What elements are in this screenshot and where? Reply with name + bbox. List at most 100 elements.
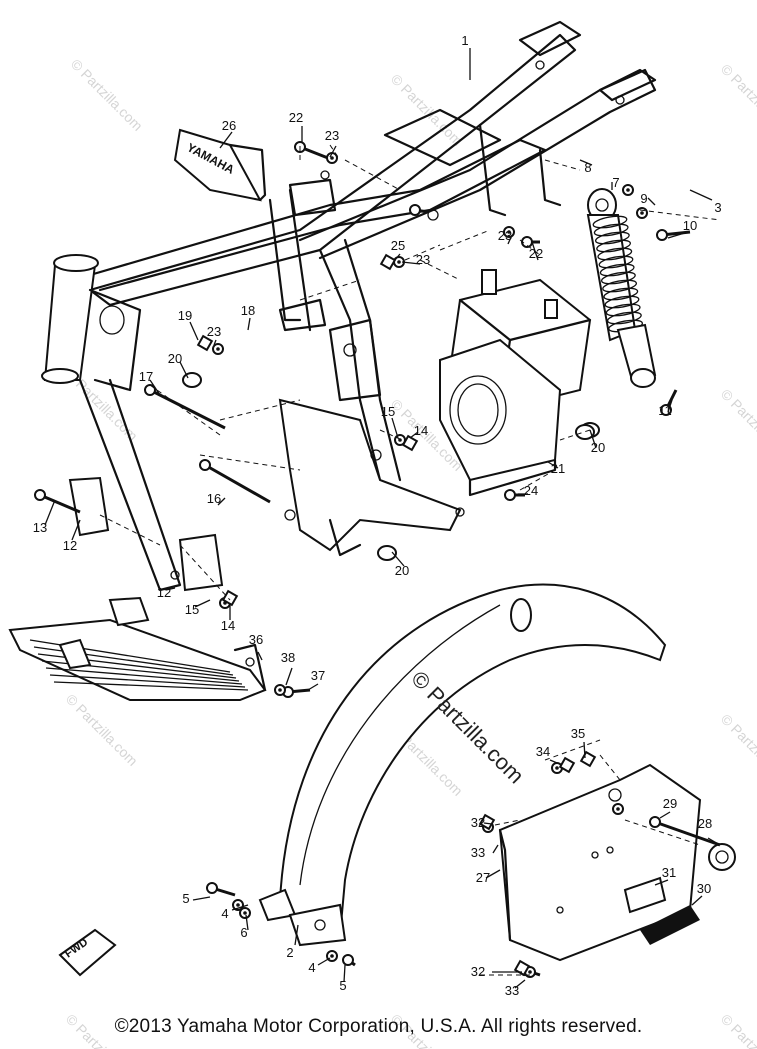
washer-hole [216,347,220,351]
leader-line [514,979,526,989]
tread-rib [45,667,243,685]
leader-line [329,145,337,158]
spring-coil [603,287,639,301]
leader-line [691,895,703,906]
nut [401,434,419,452]
leader-line [483,822,493,825]
leader-line [492,844,499,854]
washer-hole [528,970,532,974]
callout-number: 28 [698,816,712,831]
callout-number: 20 [591,440,605,455]
spring-coil [593,223,629,237]
watermark-text: © Partzilla.com [388,71,466,149]
leader-line [217,497,226,506]
leader-line [401,261,421,265]
callout-number: 32 [471,964,485,979]
assembly-line [439,229,491,251]
bolt-head [504,489,516,501]
side-cover [498,763,736,962]
callout-number: 12 [157,585,171,600]
leader-line [189,321,199,341]
callout-number: 6 [240,925,247,940]
assembly-line [494,819,521,826]
washer-hole [236,903,240,907]
leader-line [231,904,249,911]
callout-number: 12 [63,538,77,553]
assembly-line [419,259,461,281]
callout-number: 25 [391,238,405,253]
forward-arrow: FWD [58,928,117,977]
assembly-line [219,399,301,421]
leader-line [294,924,299,946]
leader-line [192,896,211,901]
spring-coil [602,279,638,293]
leader-line [247,317,251,331]
callout-number: 20 [168,351,182,366]
assembly-line [544,159,581,171]
rear-shock-absorber [586,188,657,388]
mounting-plates [68,476,224,592]
spring-coil [605,303,641,317]
assembly-line [519,469,556,491]
leader-line [583,741,586,759]
spring-coil [600,271,636,285]
nut [379,253,397,271]
callout-number: 17 [139,369,153,384]
leader-line [194,599,211,608]
callout-number: 15 [185,602,199,617]
assembly-line [179,544,231,601]
leader-line [285,667,293,686]
callout-number: 27 [476,870,490,885]
spring-coil [598,255,634,269]
leader-line [707,837,721,846]
callout-number: 38 [281,650,295,665]
leader-line [579,159,593,166]
assembly-line [344,159,401,191]
bolt [204,463,271,504]
callout-number: 32 [471,815,485,830]
leader-line [667,231,689,239]
bolt-head [206,882,218,894]
callout-number: 31 [662,865,676,880]
washer-hole [555,766,559,770]
callout-number: 22 [529,246,543,261]
callout-number: 16 [207,491,221,506]
leader-line [245,914,249,931]
leader-lines [44,48,721,989]
washer-hole [616,807,620,811]
callout-number: 21 [551,461,565,476]
callout-number: 22 [289,110,303,125]
bolt [654,820,721,847]
callout-number: 15 [381,404,395,419]
leader-line [343,964,346,983]
spring-coil [597,247,633,261]
bolt-head [649,816,661,828]
callout-number: 23 [416,252,430,267]
leader-line [44,499,56,526]
leader-line [257,651,263,661]
battery-box [439,269,592,497]
callout-number: 7 [612,175,619,190]
rear-fender [258,583,667,947]
callout-number: 23 [498,228,512,243]
callout-number: 26 [222,118,236,133]
callout-number: 18 [241,303,255,318]
leader-line [219,131,233,149]
spring-coil [606,311,642,325]
callout-number: 19 [178,308,192,323]
washer-hole [640,211,644,215]
callout-number: 10 [683,218,697,233]
bolt-head [34,489,46,501]
assembly-line [599,754,621,781]
callouts: 1234455678910111212131414151516171819202… [33,33,722,998]
leader-line [549,759,563,766]
leader-line [391,551,405,567]
bolt-head [409,204,421,216]
assembly-line [404,244,441,261]
assembly-line [99,514,161,546]
watermark-text: © Partzilla.com [718,61,757,139]
bolt-head [144,384,156,396]
nut [579,750,597,768]
leader-line [165,587,176,591]
